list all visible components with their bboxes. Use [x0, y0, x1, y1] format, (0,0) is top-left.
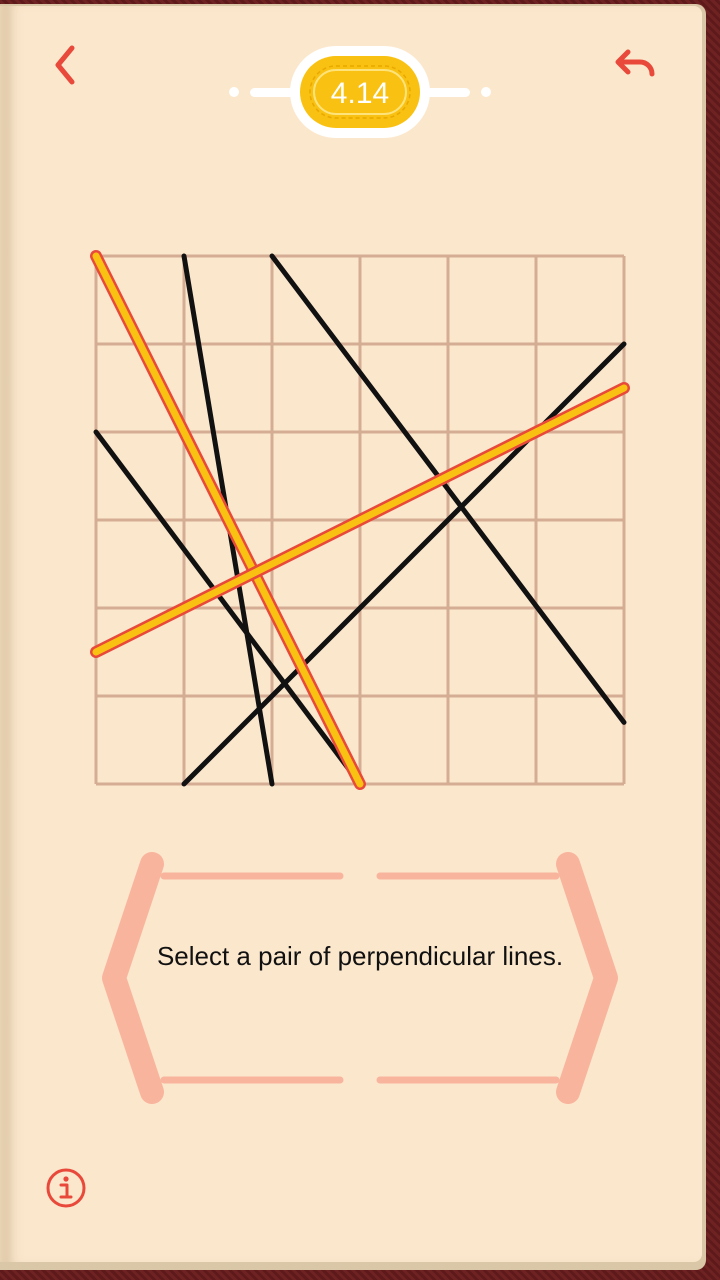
line-stroke	[181, 341, 627, 787]
info-icon	[46, 1168, 86, 1208]
back-button[interactable]	[44, 40, 88, 90]
selected-line-fill	[92, 384, 628, 656]
chevron-left-icon	[55, 45, 75, 85]
level-indicator: 4.14	[220, 44, 500, 140]
puzzle-board	[90, 250, 630, 790]
puzzle-line-6[interactable]	[181, 341, 627, 787]
undo-icon	[615, 49, 655, 77]
instruction-panel	[96, 850, 624, 1106]
undo-button[interactable]	[606, 40, 662, 90]
level-number: 4.14	[331, 77, 389, 110]
page-spine-shade	[0, 6, 12, 1262]
info-button[interactable]	[40, 1162, 92, 1214]
line-stroke	[269, 253, 627, 725]
puzzle-line-5[interactable]	[93, 429, 363, 787]
line-stroke	[93, 429, 363, 787]
puzzle-lines	[90, 250, 630, 790]
selected-line-fill	[92, 252, 364, 788]
puzzle-line-2-selected[interactable]	[90, 382, 630, 658]
puzzle-line-4[interactable]	[269, 253, 627, 725]
instruction-text: Select a pair of perpendicular lines.	[156, 941, 564, 971]
puzzle-line-1-selected[interactable]	[90, 250, 366, 790]
